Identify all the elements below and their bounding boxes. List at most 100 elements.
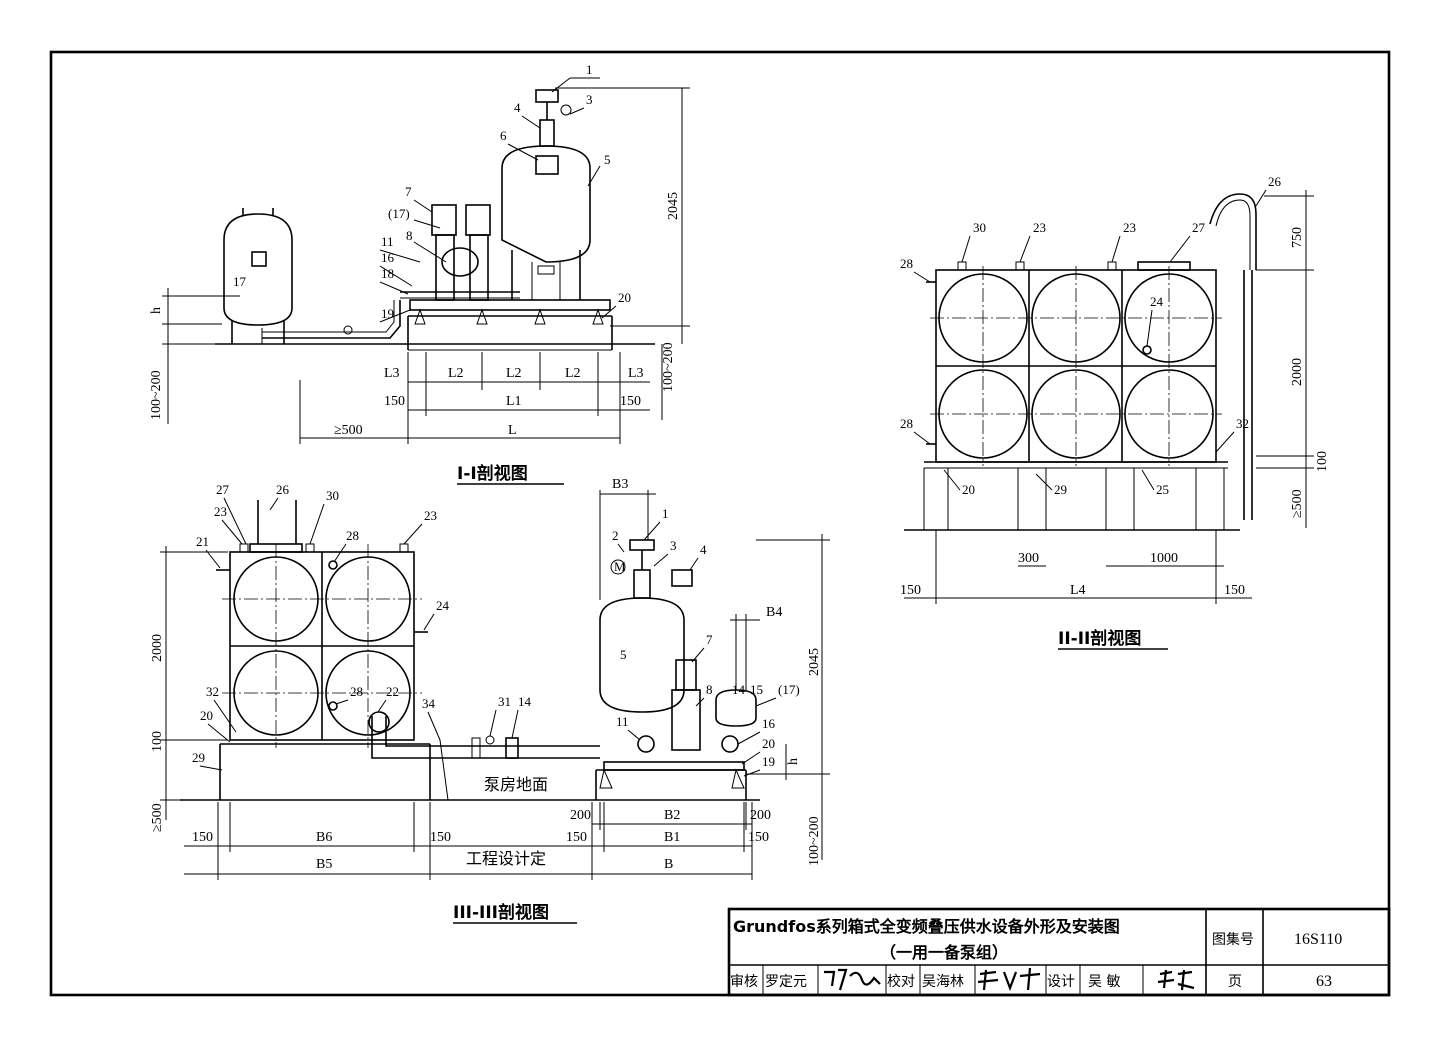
s3-callout-19: 19 xyxy=(762,754,775,769)
s3-callout-8: 8 xyxy=(706,682,713,697)
s2-callout-32: 32 xyxy=(1236,416,1249,431)
s3-callout-27: 27 xyxy=(216,482,230,497)
s3-callout-5: 5 xyxy=(620,647,627,662)
s3-callout-21: 21 xyxy=(196,534,209,549)
checker-name: 吴海林 xyxy=(922,974,964,990)
pump-set-side xyxy=(599,539,757,789)
s3-callout-23a: 23 xyxy=(214,504,227,519)
s1-callout-17: (17) xyxy=(388,206,410,221)
s2-callout-27: 27 xyxy=(1192,220,1206,235)
s3-dim-150d: 150 xyxy=(748,830,769,845)
s1-dim-L: L xyxy=(508,423,517,438)
s3-callout-15: 15 xyxy=(750,682,763,697)
atlas-number: 16S110 xyxy=(1294,931,1342,948)
section-3-view: 27 26 30 23 21 28 23 24 32 28 22 20 34 2… xyxy=(150,477,830,924)
floor-label: 泵房地面 xyxy=(484,775,548,794)
s3-dim-150c: 150 xyxy=(566,830,587,845)
design-label: 设计 xyxy=(1047,974,1075,990)
s3-callout-3: 3 xyxy=(670,538,677,553)
s3-dim-B1: B1 xyxy=(664,830,680,845)
reviewer-signature xyxy=(824,968,881,991)
s3-callout-23b: 23 xyxy=(424,508,437,523)
drawing-title-line2: （一用一备泵组） xyxy=(880,943,1008,962)
s3-callout-24: 24 xyxy=(436,598,450,613)
s2-dim-500: ≥500 xyxy=(1290,489,1305,518)
s2-dim-L4: L4 xyxy=(1070,583,1086,598)
s1-callout-tank17: 17 xyxy=(233,274,247,289)
s1-dim-base-right: 100~200 xyxy=(661,342,676,392)
s3-dim-150b: 150 xyxy=(430,830,451,845)
s1-callout-5: 5 xyxy=(604,152,611,167)
s1-dim-L3-left: L3 xyxy=(384,366,400,381)
s3-callout-32: 32 xyxy=(206,684,219,699)
s3-dim-150a: 150 xyxy=(192,830,213,845)
s1-callout-8: 8 xyxy=(406,228,413,243)
s2-dim-1000: 1000 xyxy=(1150,551,1178,566)
s3-callout-20b: 20 xyxy=(762,736,775,751)
s1-callout-4: 4 xyxy=(514,100,521,115)
s2-callout-23a: 23 xyxy=(1033,220,1046,235)
s3-callout-2: 2 xyxy=(612,528,619,543)
check-label: 校对 xyxy=(887,973,915,990)
s3-dim-2000: 2000 xyxy=(150,634,165,662)
s1-callout-11: 11 xyxy=(381,234,394,249)
s3-callout-4: 4 xyxy=(700,542,707,557)
s2-callout-20: 20 xyxy=(962,482,975,497)
s2-dim-edge-left: 150 xyxy=(900,583,921,598)
atlas-label: 图集号 xyxy=(1212,931,1254,948)
s3-dim-200a: 200 xyxy=(570,808,591,823)
s2-callout-29: 29 xyxy=(1054,482,1067,497)
s3-callout-28a: 28 xyxy=(346,528,359,543)
s1-callout-16: 16 xyxy=(381,250,395,265)
pressure-tank-17 xyxy=(223,208,293,344)
s3-dim-2045: 2045 xyxy=(807,648,822,676)
section-2-view: 30 23 23 27 26 28 24 28 32 20 29 25 750 … xyxy=(900,174,1330,650)
s3-callout-22: 22 xyxy=(386,684,399,699)
s2-callout-28a: 28 xyxy=(900,256,913,271)
s1-dim-L2-a: L2 xyxy=(448,366,464,381)
s3-callout-20a: 20 xyxy=(200,708,213,723)
checker-signature xyxy=(977,967,1041,992)
s3-callout-7: 7 xyxy=(706,632,713,647)
s3-callout-16: 16 xyxy=(762,716,776,731)
s3-callout-30: 30 xyxy=(326,488,339,503)
s3-callout-11: 11 xyxy=(616,714,629,729)
s3-dim-500: ≥500 xyxy=(150,803,165,832)
section-2-title: II-II剖视图 xyxy=(1058,628,1141,649)
s3-dim-100: 100 xyxy=(150,731,165,752)
s2-callout-25: 25 xyxy=(1156,482,1169,497)
s1-dim-L1: L1 xyxy=(506,394,522,409)
s2-dim-100: 100 xyxy=(1315,451,1330,472)
s1-dim-edge-right: 150 xyxy=(620,394,641,409)
s2-callout-28b: 28 xyxy=(900,416,913,431)
s1-dim-edge-left: 150 xyxy=(384,394,405,409)
s3-callout-14a: 14 xyxy=(518,694,532,709)
s3-dim-200b: 200 xyxy=(750,808,771,823)
s3-callout-26: 26 xyxy=(276,482,290,497)
reviewer-name: 罗定元 xyxy=(765,974,807,990)
designer-name: 吴 敏 xyxy=(1088,974,1120,990)
s1-dim-h: h xyxy=(149,307,164,314)
s2-dim-300: 300 xyxy=(1018,551,1039,566)
water-tank-front xyxy=(926,193,1257,520)
s3-dim-B4: B4 xyxy=(766,605,782,620)
s3-callout-1: 1 xyxy=(662,506,669,521)
s1-dim-clearance: ≥500 xyxy=(334,423,363,438)
s3-callout-31: 31 xyxy=(498,694,511,709)
s2-dim-750: 750 xyxy=(1290,227,1305,248)
s1-dim-2045: 2045 xyxy=(666,192,681,220)
designer-signature xyxy=(1157,969,1195,991)
page-label: 页 xyxy=(1228,974,1242,990)
title-block: Grundfos系列箱式全变频叠压供水设备外形及安装图 （一用一备泵组） 图集号… xyxy=(727,907,1391,997)
s2-callout-23b: 23 xyxy=(1123,220,1136,235)
s3-callout-14b: 14 xyxy=(732,682,746,697)
s2-callout-30: 30 xyxy=(973,220,986,235)
s3-dim-B2: B2 xyxy=(664,808,680,823)
s3-callout-M: M xyxy=(614,559,626,574)
s3-callout-28b: 28 xyxy=(350,684,363,699)
s1-dim-L2-c: L2 xyxy=(565,366,581,381)
s1-dim-L2-b: L2 xyxy=(506,366,522,381)
s1-callout-1: 1 xyxy=(586,62,593,77)
water-tank-side xyxy=(216,500,428,748)
